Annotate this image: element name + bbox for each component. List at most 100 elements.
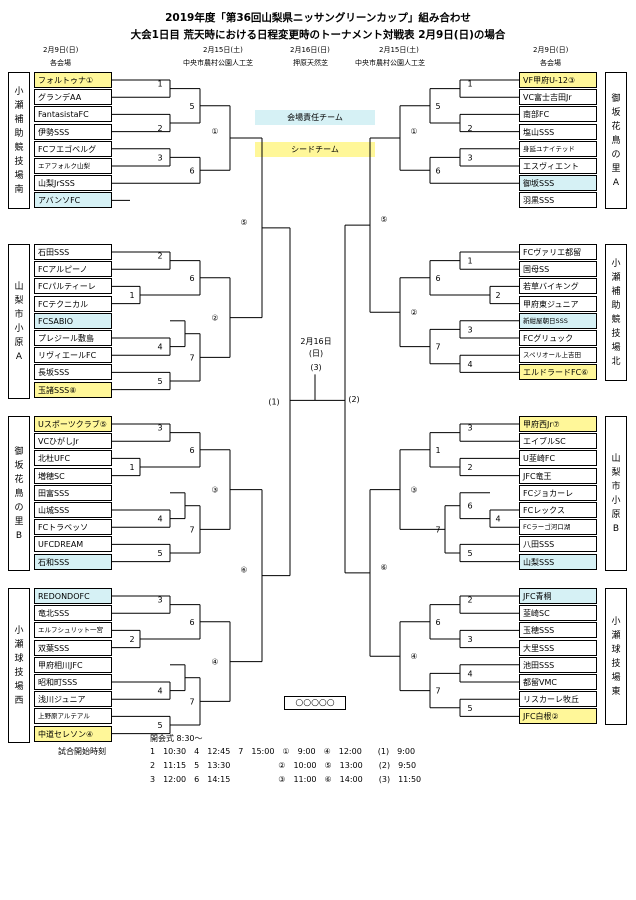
team-slot: FCレックス [519,502,597,518]
match-number: 7 [189,353,194,362]
match-number: 1 [129,463,134,472]
team-slot: アバンソFC [34,192,112,209]
team-slot: 長坂SSS [34,364,112,381]
round-number: ⑤ [380,215,387,224]
team-slot: 中道セレソン④ [34,725,112,742]
header-date-1: 2月9日(日) [43,46,79,54]
team-slot: 上野原アルテアル [34,708,112,725]
header-venue-2: 中央市農村公園人工芝 [183,59,253,67]
venue-label: 小瀬球技場 西 [8,588,30,743]
team-slot: FCアルピーノ [34,261,112,278]
match-number: 3 [467,153,472,162]
team-slot: 新紺屋朝日SSS [519,312,597,329]
match-number: 2 [467,596,472,605]
team-slot: エアフォルク山梨 [34,158,112,174]
team-slot: U韮崎FC [519,450,597,467]
venue-label: 山梨市小原 B [605,416,627,571]
team-slot: 身延ユナイテッド [519,140,597,157]
team-slot: 伊勢SSS [34,123,112,140]
schedule-row-3: 3 12:00 6 14:15 ③ 11:00 ⑥ 14:00 (3) 11:5… [150,775,422,784]
schedule-opening: 開会式 8:30～ [150,734,203,743]
match-number: 6 [435,274,440,283]
match-number: 5 [435,102,440,111]
match-number: 2 [495,291,500,300]
venue-label-text: 小瀬補助競技場 南 [14,86,24,195]
team-slot: 石和SSS [34,553,112,570]
round-number: ③ [410,486,417,495]
venue-label-text: 山梨市小原 A [14,281,24,362]
team-slot: 玉諸SSS⑧ [34,381,112,398]
team-slot: JFC竜王 [519,467,597,484]
match-number: 6 [435,618,440,627]
team-slot: 甲府西Jr⑦ [519,416,597,432]
round-number: ① [410,127,417,136]
venue-label: 小瀬球技場 東 [605,588,627,725]
header-date-5: 2月9日(日) [533,46,569,54]
team-slot: 竜北SSS [34,605,112,622]
header-venue-5: 各会場 [540,59,561,67]
match-number: 4 [157,515,162,524]
team-slot: REDONDOFC [34,588,112,604]
match-number: 3 [467,635,472,644]
header-date-2: 2月15日(土) [203,46,243,54]
schedule-label: 試合開始時刻 [58,747,106,756]
match-number: 3 [467,325,472,334]
match-number: 1 [157,80,162,89]
team-slot: 山梨SSS [519,553,597,570]
match-number: 5 [157,377,162,386]
team-slot: エイブルSC [519,433,597,450]
team-slot: エルドラードFC⑥ [519,364,597,381]
semi-number: (1) [268,398,279,407]
match-number: 7 [435,687,440,696]
round-number: ④ [410,652,417,661]
legend-venue-team: 会場責任チーム [255,110,375,125]
team-slot: Uスポーツクラブ⑤ [34,416,112,432]
match-number: 4 [157,343,162,352]
venue-label-text: 小瀬球技場 東 [611,616,621,697]
team-slot: グランデAA [34,89,112,106]
team-slot: 八田SSS [519,536,597,553]
round-number: ③ [211,486,218,495]
team-slot: 双葉SSS [34,639,112,656]
round-number: ② [410,308,417,317]
venue-label: 山梨市小原 A [8,244,30,399]
final-day: (日) [309,349,323,358]
header-venue-3: 押原天然芝 [293,59,328,67]
match-number: 5 [467,704,472,713]
schedule-row-1: 1 10:30 4 12:45 7 15:00 ① 9:00 ④ 12:00 (… [150,747,416,756]
round-number: ② [211,314,218,323]
team-slot: 池田SSS [519,656,597,673]
team-slot: 都留VMC [519,674,597,690]
match-number: 5 [467,549,472,558]
match-number: 6 [189,166,194,175]
venue-label: 小瀬補助競技場 北 [605,244,627,381]
match-number: 6 [189,446,194,455]
venue-label-text: 小瀬補助競技場 北 [611,258,621,367]
team-slot: FCトラベッソ [34,519,112,536]
team-slot: FCグリュック [519,330,597,346]
match-number: 6 [189,274,194,283]
team-slot: 韮崎SC [519,605,597,622]
schedule-row-2: 2 11:15 5 13:30 ② 10:00 ⑤ 13:00 (2) 9:50 [150,761,417,770]
team-slot: FCジョカーレ [519,484,597,501]
venue-label-text: 小瀬球技場 西 [14,625,24,706]
team-slot: フォルトゥナ① [34,72,112,88]
team-slot: FantasistaFC [34,106,112,123]
team-slot: VCひがしJr [34,433,112,450]
team-slot: リヴィエールFC [34,347,112,364]
venue-label-text: 御坂花鳥の里 A [611,93,621,188]
venue-label: 御坂花鳥の里 A [605,72,627,209]
team-slot: 塩山SSS [519,123,597,140]
match-number: 1 [129,291,134,300]
team-slot: FCヴァリエ都留 [519,244,597,260]
header-date-4: 2月15日(土) [379,46,419,54]
team-slot: 甲府相川JFC [34,656,112,673]
team-slot: FCパルティーレ [34,278,112,295]
match-number: 4 [467,360,472,369]
team-slot: プレジール敷島 [34,330,112,346]
match-number: 4 [157,687,162,696]
match-number: 2 [467,124,472,133]
title-line-1: 2019年度「第36回山梨県ニッサングリーンカップ」組み合わせ [165,12,471,24]
match-number: 2 [129,635,134,644]
team-slot: 南部FC [519,106,597,123]
